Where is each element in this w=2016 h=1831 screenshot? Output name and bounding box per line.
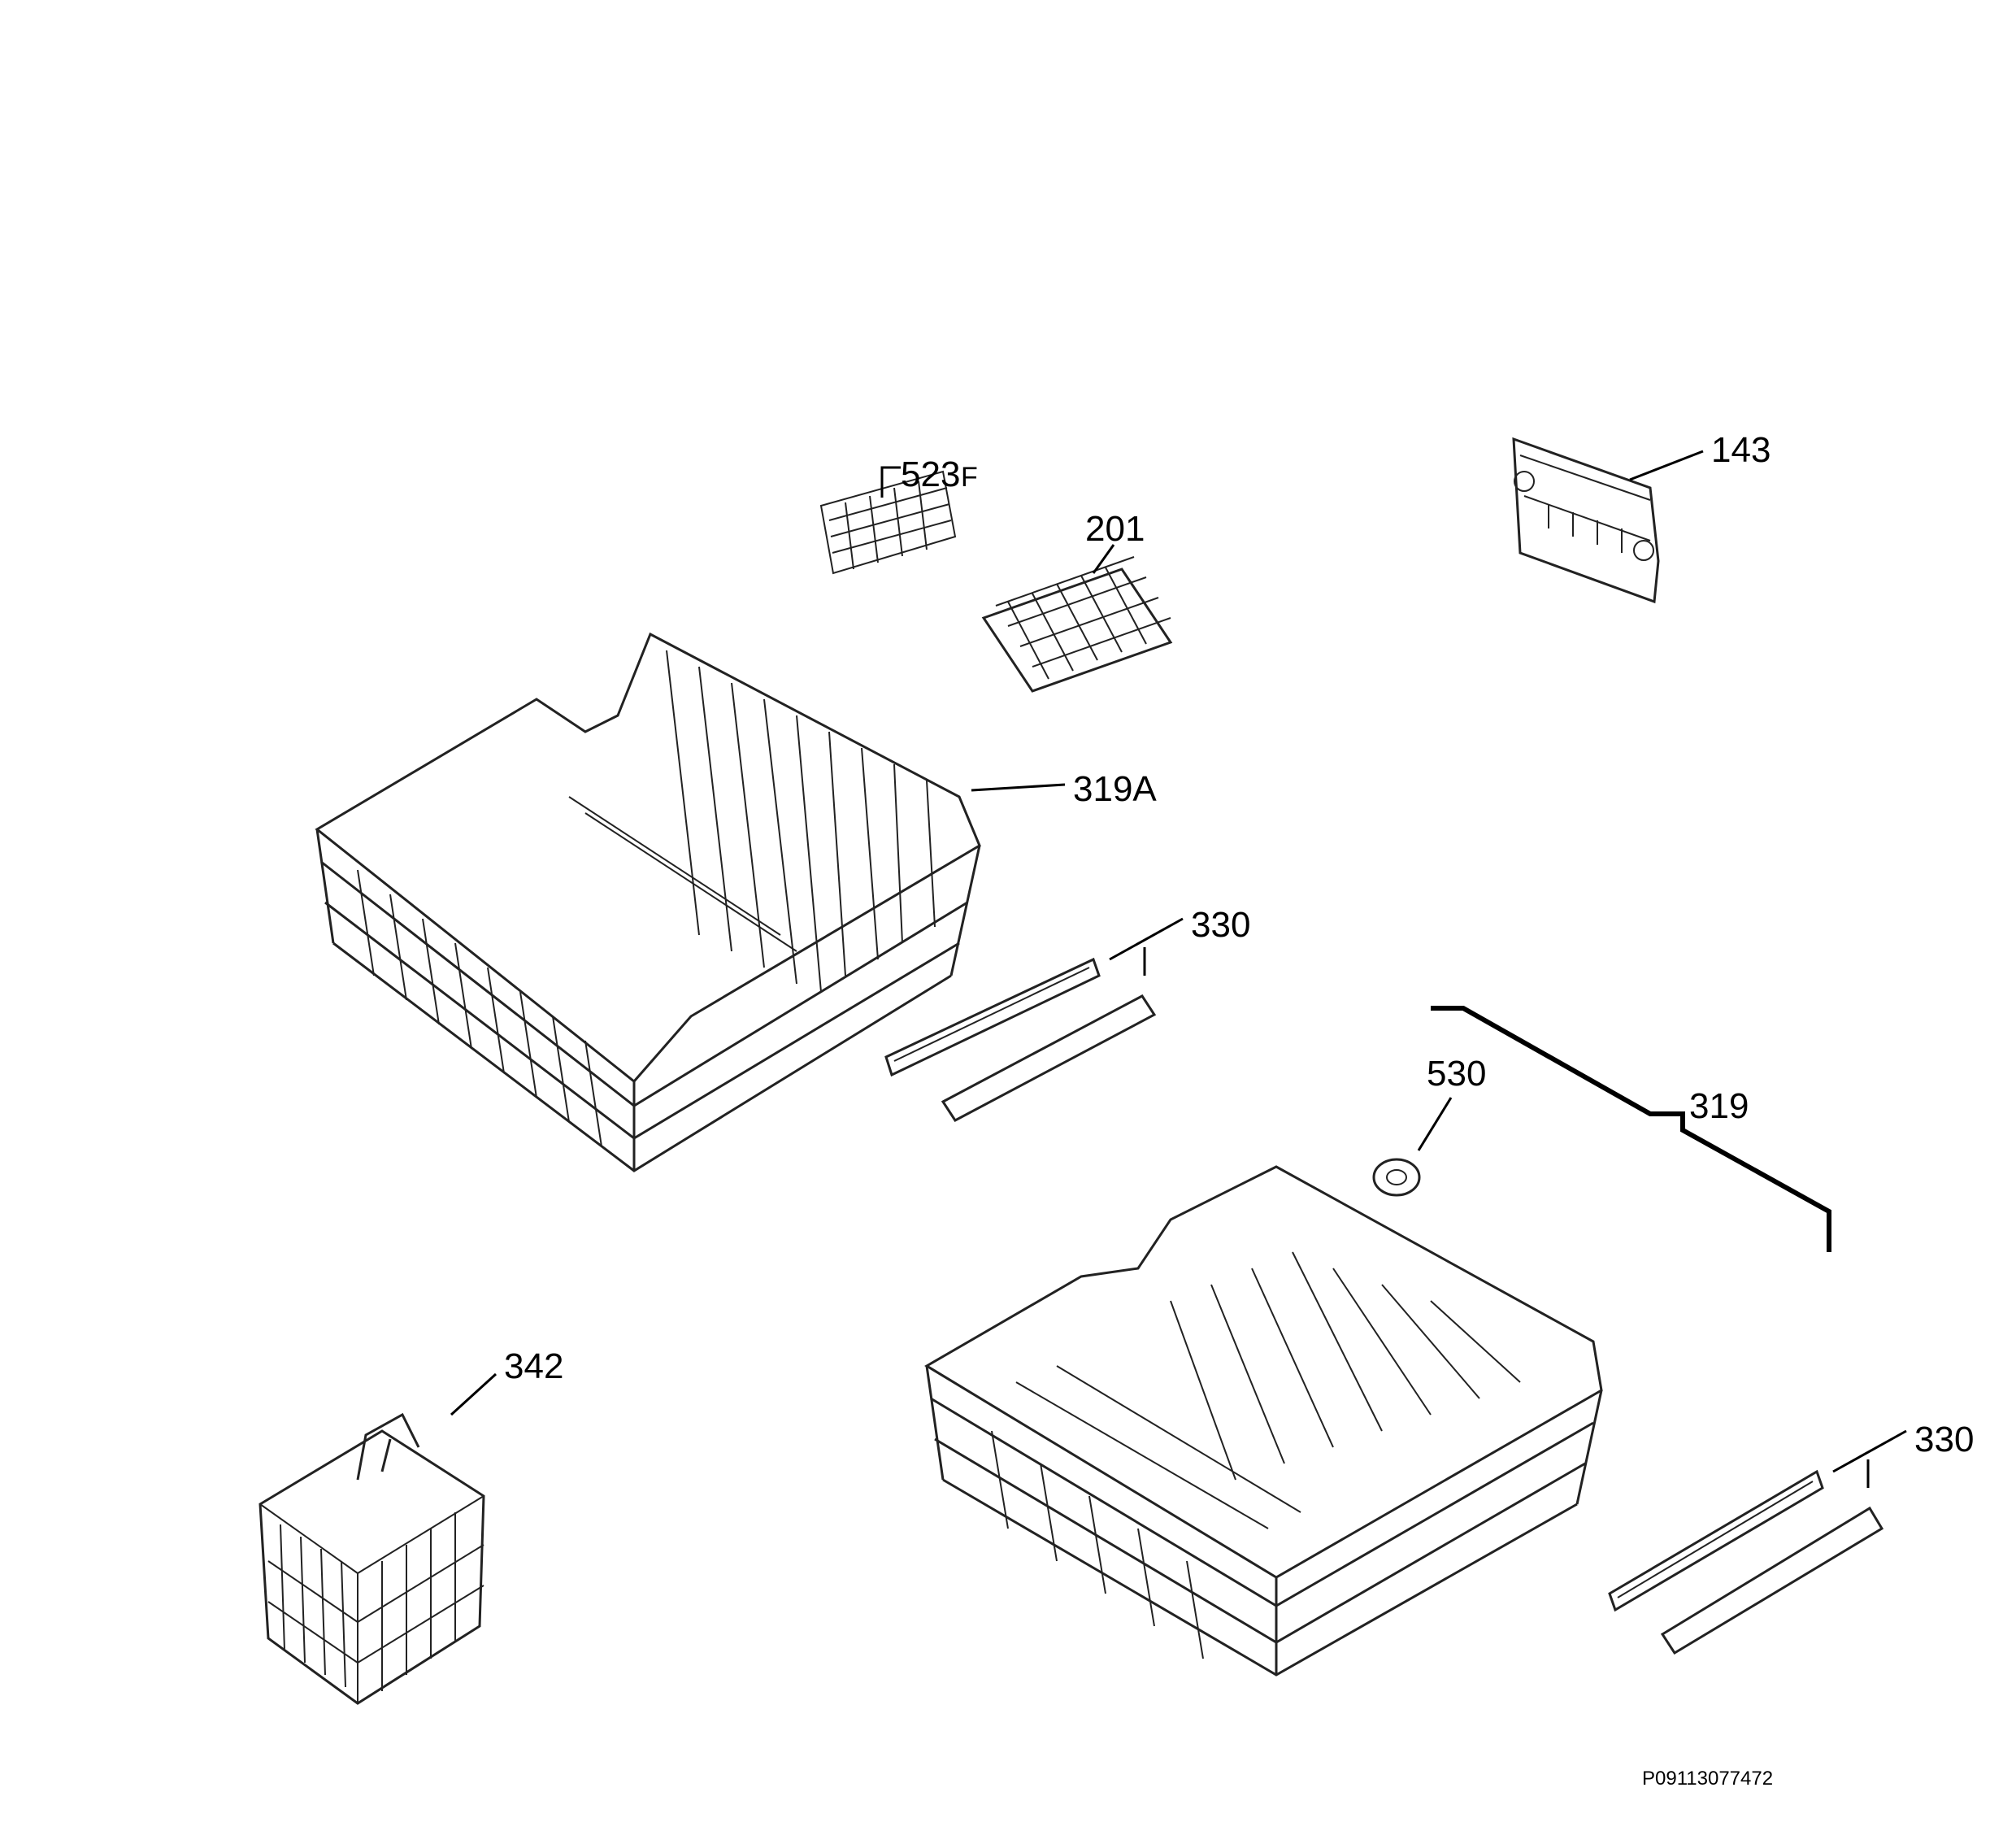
part-330-lower-rails bbox=[1608, 1469, 1884, 1655]
diagram-code: P09113077472 bbox=[1642, 1768, 1773, 1790]
label-201: 201 bbox=[1085, 509, 1145, 549]
part-342-cutlery-basket bbox=[259, 1412, 485, 1705]
label-523: 523 bbox=[901, 454, 960, 494]
part-530-wheel bbox=[1372, 1158, 1421, 1197]
label-530: 530 bbox=[1427, 1054, 1486, 1094]
label-143: 143 bbox=[1711, 430, 1771, 470]
part-319a-upper-basket bbox=[315, 632, 981, 1172]
part-330-upper-rails bbox=[884, 957, 1157, 1122]
part-319-lower-basket bbox=[924, 1165, 1603, 1677]
callout-342: 342 bbox=[450, 1346, 563, 1416]
callout-143: 143 bbox=[1629, 430, 1771, 481]
part-201-tine-insert bbox=[981, 556, 1173, 693]
callout-330-lower: 330 bbox=[1832, 1420, 1974, 1488]
label-342: 342 bbox=[504, 1346, 563, 1386]
label-319: 319 bbox=[1689, 1086, 1749, 1126]
callout-319: 319 bbox=[1431, 1006, 1831, 1252]
callout-319a: 319A bbox=[971, 769, 1157, 809]
callout-523f: 523 F bbox=[880, 454, 978, 498]
label-330-upper: 330 bbox=[1191, 905, 1250, 945]
label-330-lower: 330 bbox=[1914, 1420, 1974, 1459]
label-319a: 319A bbox=[1073, 769, 1157, 809]
callout-201: 201 bbox=[1085, 509, 1145, 574]
label-523-suffix: F bbox=[961, 462, 978, 493]
part-523f-clips bbox=[819, 470, 957, 575]
callout-330-upper: 330 bbox=[1109, 905, 1250, 976]
part-143-bracket bbox=[1512, 437, 1660, 604]
callout-530: 530 bbox=[1417, 1054, 1486, 1151]
